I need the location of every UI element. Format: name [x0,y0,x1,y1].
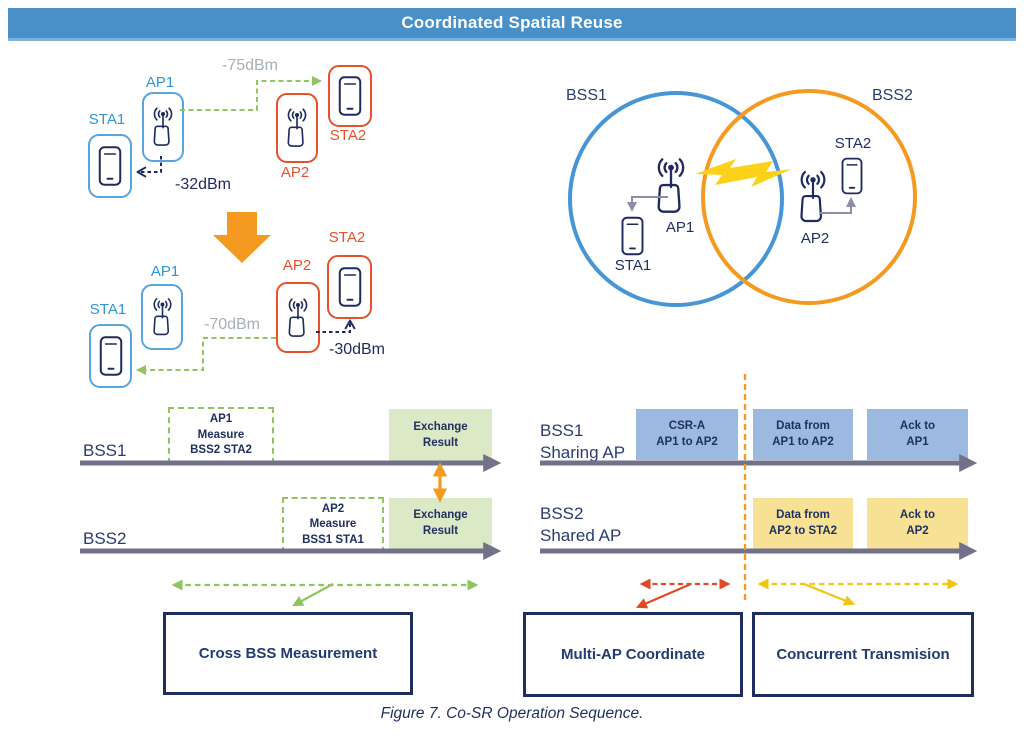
bss2-sta2-icon-wrap [840,157,864,200]
data-ap2-to-sta2-box: Data from AP2 to STA2 [753,498,853,550]
before-rssi-ap1-sta2: -75dBm [221,57,279,74]
measurement-row2-label: BSS2 [83,529,127,548]
data-ap1-to-ap2-box: Data from AP1 to AP2 [753,409,853,460]
figure-caption: Figure 7. Co-SR Operation Sequence. [380,705,644,722]
after-sta1-label: STA1 [89,301,127,318]
after-ap1-device [141,284,183,350]
measure-box-ap2: AP2 Measure BSS1 STA1 [282,497,384,553]
before-sta1-label: STA1 [88,111,126,128]
access-point-icon [148,102,178,152]
ack-to-ap1-box: Ack to AP1 [867,409,968,460]
after-sta1-device [89,324,132,388]
bss2-ap2-icon-wrap [792,168,834,231]
before-ap1-label: AP1 [145,74,175,91]
access-point-icon [148,293,177,341]
interference-lightning-icon [695,159,792,187]
before-rssi-ap1-sta1: -32dBm [174,176,232,193]
after-ap2-device [276,282,320,353]
after-ap2-label: AP2 [282,257,312,274]
phone-icon [620,216,645,256]
measurement-span-pointer [292,583,334,607]
access-point-icon [792,168,834,226]
bss1-ap1-icon-wrap [648,155,694,222]
transmission-span-pointer [803,582,856,606]
ack-to-ap2-box: Ack to AP2 [867,498,968,550]
before-sta1-device [88,134,132,198]
csr-announce-box: CSR-A AP1 to AP2 [636,409,738,460]
after-ap1-label: AP1 [150,263,180,280]
phone-icon [99,334,123,378]
access-point-icon [648,155,694,217]
coordination-row1-label: BSS1 Sharing AP [540,421,626,463]
after-rssi-ap2-sta1: -70dBm [203,316,261,333]
bss2-sta2-label: STA2 [834,135,872,152]
after-ap2-to-sta2-signal-arrow [316,323,350,333]
before-sta2-label: STA2 [329,127,367,144]
after-sta2-label: STA2 [328,229,366,246]
bss1-ap1-label: AP1 [665,219,695,236]
exchange-result-box-bss2: Exchange Result [389,498,492,550]
phase-concurrent-transmission: Concurrent Transmision [752,612,974,697]
phone-icon [338,75,362,117]
access-point-icon [283,292,313,344]
phase-cross-bss-measurement: Cross BSS Measurement [163,612,413,695]
coordination-row2-label: BSS2 Shared AP [540,504,622,546]
bss2-ap2-label: AP2 [800,230,830,247]
bss1-label: BSS1 [566,87,607,104]
phone-icon [338,265,362,309]
measure-box-ap1: AP1 Measure BSS2 STA2 [168,407,274,464]
before-ap2-label: AP2 [280,164,310,181]
after-rssi-ap2-sta2: -30dBm [328,341,386,358]
page-title: Coordinated Spatial Reuse [401,13,623,32]
before-sta2-device [328,65,372,127]
title-banner: Coordinated Spatial Reuse [8,8,1016,41]
phone-icon [840,157,864,195]
measurement-row1-label: BSS1 [83,441,127,460]
bss1-sta1-label: STA1 [614,257,652,274]
exchange-result-box-bss1: Exchange Result [389,409,492,462]
bss1-sta1-icon-wrap [620,216,645,261]
before-ap2-device [276,93,318,163]
coordinate-span-pointer [635,582,692,609]
phone-icon [98,144,122,188]
access-point-icon [282,103,312,153]
after-sta2-device [327,255,372,319]
before-ap1-device [142,92,184,162]
phase-multi-ap-coordinate: Multi-AP Coordinate [523,612,743,697]
transition-down-arrow-icon [213,212,271,263]
bss2-label: BSS2 [872,87,913,104]
